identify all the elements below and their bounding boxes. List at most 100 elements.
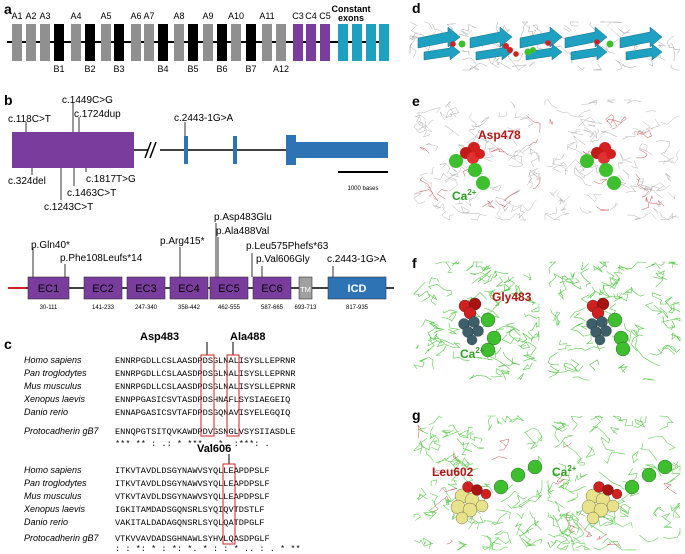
- exon-block: [246, 24, 256, 61]
- leu-atom: [450, 499, 466, 515]
- species-label: Pan troglodytes: [24, 478, 87, 488]
- beta-strand-ribbon: [570, 43, 608, 61]
- mut-c1724: c.1724dup: [74, 109, 121, 120]
- exon-block: [174, 24, 184, 61]
- mut-c324: c.324del: [8, 176, 46, 187]
- domain-ec1: [27, 276, 70, 300]
- calcium-atom: [530, 47, 536, 53]
- calcium-charge: 2+: [475, 346, 484, 355]
- mut-c1243: c.1243C>T: [44, 202, 93, 213]
- panel-e-right: [580, 142, 621, 190]
- leu-atom: [475, 499, 489, 513]
- exon-block: [276, 24, 286, 61]
- protein-mutation-label: p.Arg415*: [160, 236, 205, 247]
- panel-f-left-atoms: [458, 297, 502, 358]
- panel-f-wireframe: [413, 261, 681, 381]
- highlight-ala488: [226, 354, 240, 437]
- exon-block: [217, 24, 227, 61]
- domain-ec5: [209, 276, 249, 300]
- species-label: Pan troglodytes: [24, 368, 87, 378]
- beta-strand-ribbon: [625, 43, 663, 61]
- mutant-residue-atom: [503, 43, 509, 49]
- domain-label: EC4: [178, 283, 199, 295]
- domain-label: TM: [300, 285, 311, 294]
- exon-label: A2: [25, 11, 36, 21]
- species-label: Xenopus laevis: [23, 394, 86, 404]
- exon-label: A12: [273, 64, 289, 74]
- species-label: Protocadherin gB7: [24, 426, 100, 436]
- leu-atom: [581, 499, 597, 515]
- panel-label-f: f: [412, 255, 417, 271]
- exon-label: A5: [100, 11, 111, 21]
- exon-block: [293, 24, 303, 61]
- calcium-atom: [615, 341, 631, 357]
- leu-atom: [462, 502, 478, 518]
- sequence-row: VAKITALDADAGQNSRLSYQLQATDPGLF: [115, 518, 265, 528]
- exon-block: [379, 24, 389, 61]
- sequence-row: ITKVTAVDLDSGYNAWVSYQLLEAPDPSLF: [115, 479, 270, 489]
- exon-label: A10: [228, 11, 244, 21]
- panel-e-left: [449, 142, 490, 190]
- neighbor-atom: [466, 334, 478, 346]
- beta-strand-ribbon: [619, 26, 663, 49]
- calcium-atom: [486, 330, 502, 346]
- calcium-atom: [527, 459, 543, 475]
- exon-block: [158, 24, 168, 61]
- panel-g-left-atoms: [450, 459, 543, 525]
- panel-f-stereo-view: Gly483 Ca2+: [413, 261, 681, 381]
- calcium-charge: 2+: [567, 464, 576, 473]
- residue-label-gly483: Gly483: [492, 290, 532, 304]
- asp-atom: [606, 149, 616, 159]
- calcium-charge: 2+: [467, 188, 476, 197]
- domain-range: 247-340: [135, 305, 158, 311]
- protein-domains: EC130-111EC2141-233EC3247-340EC4358-442E…: [27, 276, 387, 311]
- mut-c1817: c.1817T>G: [86, 174, 136, 185]
- exon-label: B4: [157, 64, 168, 74]
- calcium-label: Ca2+: [452, 188, 477, 203]
- exon-label: A7: [143, 11, 154, 21]
- header-ala488: Ala488: [230, 331, 265, 343]
- sequence-row: ENNRPGDLLCSLAASDPDSGLNALISYSLLEPRNR: [115, 382, 296, 392]
- calcium-atom: [657, 459, 673, 475]
- mutant-residue-atom: [594, 39, 600, 45]
- header-asp483: Asp483: [140, 331, 179, 343]
- sequence-row: ENNRPGDLLCSLAASDPDSGLNALISYSLLEPRNR: [115, 356, 296, 366]
- mutant-atom: [480, 488, 492, 500]
- exon-label: A3: [39, 11, 50, 21]
- panel-label-a: a: [4, 1, 12, 17]
- exon-block: [306, 24, 316, 61]
- domain-ec6: [252, 276, 292, 300]
- calcium-atom: [449, 154, 463, 168]
- exon-block: [71, 24, 81, 61]
- panel-g-right-atoms: [581, 459, 673, 525]
- neighbor-atom: [472, 325, 484, 337]
- exon-block: [54, 24, 64, 61]
- exon-label: A1: [11, 11, 22, 21]
- variable-exon-box: [12, 132, 134, 168]
- conservation-row: *** ** : .: * *** . *. :***: .: [115, 439, 270, 449]
- highlight-asp483: [200, 354, 215, 437]
- exon-block: [366, 24, 376, 61]
- exon-block: [320, 24, 330, 61]
- mutant-residue-atom: [545, 40, 551, 46]
- mutant-atom: [611, 488, 623, 500]
- panel-d-ribbons: [417, 26, 663, 61]
- exon-label: B1: [53, 64, 64, 74]
- molecular-wireframe: [413, 415, 543, 551]
- gene-break-1: [144, 141, 152, 159]
- scale-bar-label: 1000 bases: [347, 186, 378, 192]
- panel-e-wireframe: [413, 99, 681, 221]
- domain-label: EC6: [261, 283, 282, 295]
- domain-label: EC1: [38, 283, 59, 295]
- exon-block: [40, 24, 50, 61]
- mut-c1449: c.1449C>G: [62, 95, 113, 106]
- constant-exons-label-line1: Constant: [332, 4, 371, 14]
- sequence-row: ENNQPGTSITQVKAWDPDVGSNGLVSYSIIASDLE: [115, 427, 296, 437]
- gene-break-2: [149, 141, 157, 159]
- mut-c118: c.118C>T: [8, 114, 51, 125]
